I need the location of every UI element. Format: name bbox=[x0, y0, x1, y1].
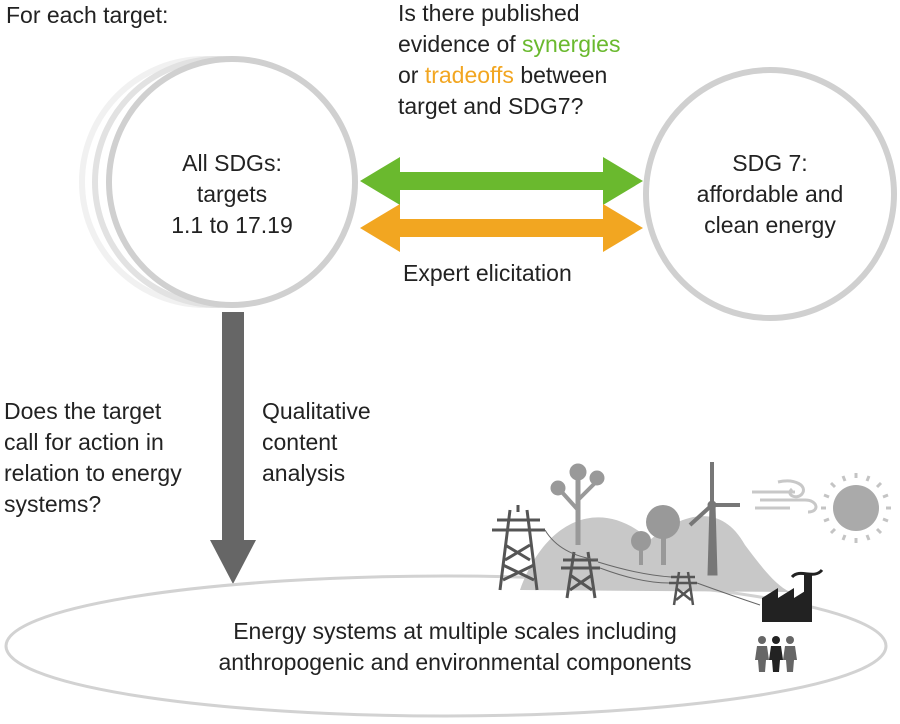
sdg7-line-1: SDG 7: bbox=[732, 150, 808, 176]
all-sdgs-line-1: All SDGs: bbox=[182, 150, 282, 176]
energy-systems-label: Energy systems at multiple scales includ… bbox=[160, 616, 750, 678]
published-evidence-question: Is there published evidence of synergies… bbox=[398, 0, 620, 122]
question-line-2: evidence of synergies bbox=[398, 29, 620, 60]
sdg7-label: SDG 7: affordable and clean energy bbox=[680, 148, 860, 241]
hills-icon bbox=[520, 516, 790, 592]
wind-turbine-icon bbox=[688, 462, 740, 576]
tradeoff-arrow bbox=[360, 204, 643, 252]
energy-question-line-1: Does the target bbox=[4, 398, 162, 424]
all-sdgs-line-2: targets bbox=[196, 181, 268, 207]
sdg7-circle bbox=[643, 67, 897, 321]
sdg7-line-2: affordable and bbox=[696, 181, 844, 207]
expert-elicitation-label: Expert elicitation bbox=[403, 260, 572, 286]
question-line-3-tail: between bbox=[513, 62, 608, 88]
energy-action-question: Does the target call for action in relat… bbox=[4, 396, 182, 520]
energy-systems-ellipse bbox=[4, 574, 888, 718]
down-arrow bbox=[210, 312, 256, 584]
question-line-3-text: or bbox=[398, 62, 425, 88]
transmission-tower-icon-2 bbox=[561, 551, 600, 599]
question-line-3: or tradeoffs between bbox=[398, 60, 620, 91]
sdg7-line-3: clean energy bbox=[704, 212, 836, 238]
wind-icon bbox=[752, 479, 818, 514]
tradeoffs-label: tradeoffs bbox=[424, 62, 514, 88]
question-line-2-text: evidence of bbox=[398, 31, 523, 57]
sun-icon bbox=[821, 473, 891, 543]
transmission-tower-icon bbox=[492, 505, 545, 591]
energy-question-line-4: systems? bbox=[4, 491, 102, 517]
all-sdgs-line-3: 1.1 to 17.19 bbox=[171, 212, 293, 238]
method-line-1: Qualitative bbox=[262, 398, 371, 424]
energy-question-line-3: relation to energy bbox=[4, 460, 182, 486]
method-line-3: analysis bbox=[262, 460, 346, 486]
all-sdgs-label: All SDGs: targets 1.1 to 17.19 bbox=[152, 148, 312, 241]
method-line-2: content bbox=[262, 429, 338, 455]
synergies-label: synergies bbox=[522, 31, 621, 57]
power-lines bbox=[544, 529, 761, 606]
for-each-target-label: For each target: bbox=[6, 2, 169, 28]
qualitative-analysis-label: Qualitative content analysis bbox=[262, 396, 371, 489]
tree-icon bbox=[550, 463, 605, 545]
energy-question-line-2: call for action in bbox=[4, 429, 164, 455]
people-icon bbox=[755, 636, 797, 672]
energy-systems-line-2: anthropogenic and environmental componen… bbox=[218, 649, 692, 675]
question-line-1: Is there published bbox=[398, 0, 580, 26]
question-line-4: target and SDG7? bbox=[398, 93, 584, 119]
all-sdgs-circle bbox=[106, 56, 358, 308]
transmission-tower-icon-3 bbox=[669, 571, 697, 606]
synergy-arrow bbox=[360, 157, 643, 205]
factory-icon bbox=[762, 568, 824, 622]
energy-systems-line-1: Energy systems at multiple scales includ… bbox=[233, 618, 677, 644]
round-tree-icon bbox=[631, 505, 680, 565]
